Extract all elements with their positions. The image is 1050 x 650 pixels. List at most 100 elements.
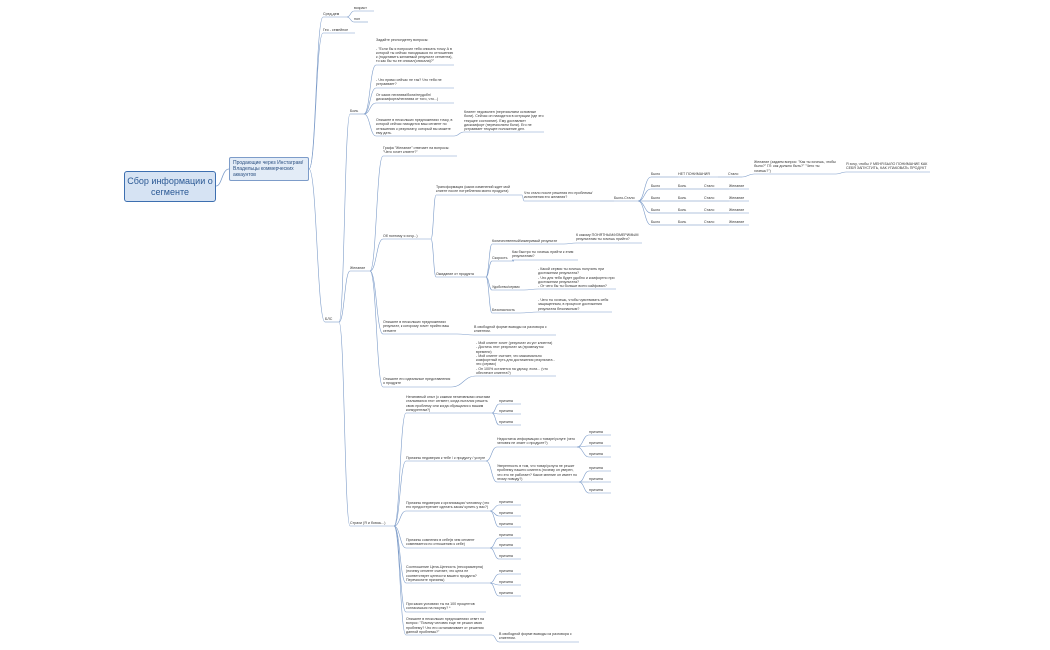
main-topic[interactable]: Продающие через Инстаграм/ Владельцы ком… [229,157,309,181]
connector [489,582,500,597]
topic-uveren[interactable]: Уверенность в том, что товар/услуга не р… [497,464,577,481]
topic-usl[interactable]: При каких условиях ты на 100 процентов с… [406,602,475,611]
topic-prich-nedov[interactable]: Причины недоверия к тебе / к продукту / … [406,456,486,460]
topic-stalo3[interactable]: Стало [704,196,715,200]
topic-prich12[interactable]: причина [499,522,513,526]
topic-nedost[interactable]: Недостаток информации о товаре/услуге (ч… [497,437,576,446]
connector [519,311,539,314]
connector [563,242,577,245]
topic-zhel-q[interactable]: Желание (задаем вопрос: "Как ты хочешь, … [754,160,836,173]
topic-prich11[interactable]: причина [499,511,513,515]
topic-bol-q[interactable]: Задайте респонденту вопросы: - "Если бы … [376,38,454,64]
connector [430,238,437,278]
connector [485,243,493,278]
topic-skorost-q[interactable]: Как быстро ты хочешь прийти к этим резул… [512,250,574,259]
root-topic[interactable]: Сбор информации о сегменте [124,171,216,202]
topic-udob[interactable]: Удобство/сервис [492,285,520,289]
topic-svob1[interactable]: В свободной форме выводы из разговора с … [474,325,547,334]
topic-stalo4[interactable]: Стало [704,208,715,212]
topic-geo[interactable]: Гео - семейное [323,28,349,32]
connector [393,525,407,636]
topic-bls[interactable]: БЛС [325,317,333,321]
topic-prich15[interactable]: причина [499,554,513,558]
topic-svob2[interactable]: В свободной форме выводы из разговора с … [499,632,572,641]
topic-skorost[interactable]: Скорость [492,256,508,260]
topic-kolich-q[interactable]: К какому ПОНЯТНЫМ/ИЗМЕРИМЫМ результатам … [576,233,639,242]
topic-prich14[interactable]: причина [499,543,513,547]
connector [363,64,377,115]
topic-bol-q2[interactable]: - Что прямо сейчас не так? Что тебя не у… [376,78,442,87]
topic-stalo1[interactable]: Стало [728,172,739,176]
topic-grafa[interactable]: Графа "Желание" отвечает на вопросы: "Че… [383,146,450,155]
connector [308,168,326,323]
topic-prich16[interactable]: причина [499,569,513,573]
topic-strahi[interactable]: Страхи (Я и боюсь...) [350,521,386,525]
topic-transform[interactable]: Трансформация (каких изменений ждет мой … [436,185,511,194]
topic-prich3[interactable]: причина [499,420,513,424]
topic-prich-org[interactable]: Причины недоверия к организации/ человек… [406,501,490,510]
topic-udob-q[interactable]: - Какой сервис ты хочешь получить при до… [538,267,615,289]
connector-root-main [215,168,230,187]
connector [369,238,384,272]
topic-prich13[interactable]: причина [499,533,513,537]
topic-prich2[interactable]: причина [499,409,513,413]
topic-bol-q3[interactable]: От каких негатива/боли/неудобн/ дискомфо… [376,93,439,102]
topic-bylo2[interactable]: Было [651,184,661,188]
topic-vozrast[interactable]: возраст [354,6,367,10]
topic-net-pon[interactable]: НЕТ ПОНИМАНИЯ [678,172,710,176]
topic-prich8[interactable]: причина [589,477,603,481]
topic-prich4[interactable]: причина [589,430,603,434]
topic-bezop[interactable]: Безопасность [492,308,515,312]
topic-prich1[interactable]: причина [499,399,513,403]
topic-opishite-str[interactable]: Опишите в нескольких предложениях ответ … [406,617,484,634]
topic-chto-stalo[interactable]: Что стало после решения его проблемы/ ис… [524,191,593,200]
topic-opishite-id[interactable]: Опишите его идеальные представления о пр… [383,377,451,386]
topic-bylo-stalo[interactable]: Было-Стало [614,196,635,200]
topic-ozhid[interactable]: Ожидание от продукта [436,272,474,276]
topic-stalo2[interactable]: Стало [704,184,715,188]
topic-prich7[interactable]: причина [589,466,603,470]
topic-bol[interactable]: Боль [350,109,359,113]
topic-bylo3[interactable]: Было [651,196,661,200]
topic-bezop-q[interactable]: - Чего ты хочешь, чтобы чувствовать себя… [538,298,609,311]
topic-bol5[interactable]: Боль [678,220,687,224]
topic-opishite-rez[interactable]: Опишите в нескольких предложениях резуль… [383,320,450,333]
topic-zhel2[interactable]: Желание [729,184,745,188]
topic-kolich[interactable]: Количественный/измеримый результат [492,239,558,243]
topic-neg-opyt[interactable]: Негативный опыт (с какими негативными оп… [406,395,491,412]
connector [450,375,477,388]
connector [523,288,539,291]
topic-bylo4[interactable]: Было [651,208,661,212]
topic-prich17[interactable]: причина [499,580,513,584]
topic-stalo5[interactable]: Стало [704,220,715,224]
topic-zhel5[interactable]: Желание [729,220,745,224]
topic-prich10[interactable]: причина [499,500,513,504]
topic-prich6[interactable]: причина [589,452,603,456]
topic-prich-sebe[interactable]: Причины сомнения в себе(в чем сегмент со… [406,538,475,547]
connector [491,403,500,414]
topic-sred[interactable]: Сред.дем [323,12,340,16]
topic-pol[interactable]: пол [354,17,360,21]
main-topic-label: Продающие через Инстаграм/ Владельцы ком… [233,160,304,178]
topic-prich5[interactable]: причина [589,441,603,445]
topic-zhel-a[interactable]: Я хочу, чтобы У МЕНЯ БЫЛО ПОНИМАНИЕ КАК … [846,162,928,171]
connector [485,260,493,278]
topic-bol-client[interactable]: Клиент недоволен (перечисляем основные б… [464,110,544,132]
topic-bylo1[interactable]: Было [651,172,661,176]
topic-sootn[interactable]: Соотношение Цена-Ценность (несоразмерна)… [406,565,484,582]
topic-zhel4[interactable]: Желание [729,208,745,212]
connector [576,446,590,458]
topic-bylo5[interactable]: Было [651,220,661,224]
topic-bol3[interactable]: Боль [678,196,687,200]
topic-prich18[interactable]: причина [499,591,513,595]
topic-bol2[interactable]: Боль [678,184,687,188]
topic-bol-q4[interactable]: Опишите в нескольких предложениях точку,… [376,118,453,135]
connector [346,10,355,18]
topic-pozhel[interactable]: Об поэтому я хочу...) [383,234,418,238]
topic-bol4[interactable]: Боль [678,208,687,212]
topic-zhel[interactable]: Желание [350,266,366,270]
topic-ideal-q[interactable]: - Мой клиент хочет (результат из уст кли… [476,341,555,376]
topic-prich9[interactable]: причина [589,488,603,492]
topic-zhel3[interactable]: Желание [729,196,745,200]
connector [637,200,652,226]
